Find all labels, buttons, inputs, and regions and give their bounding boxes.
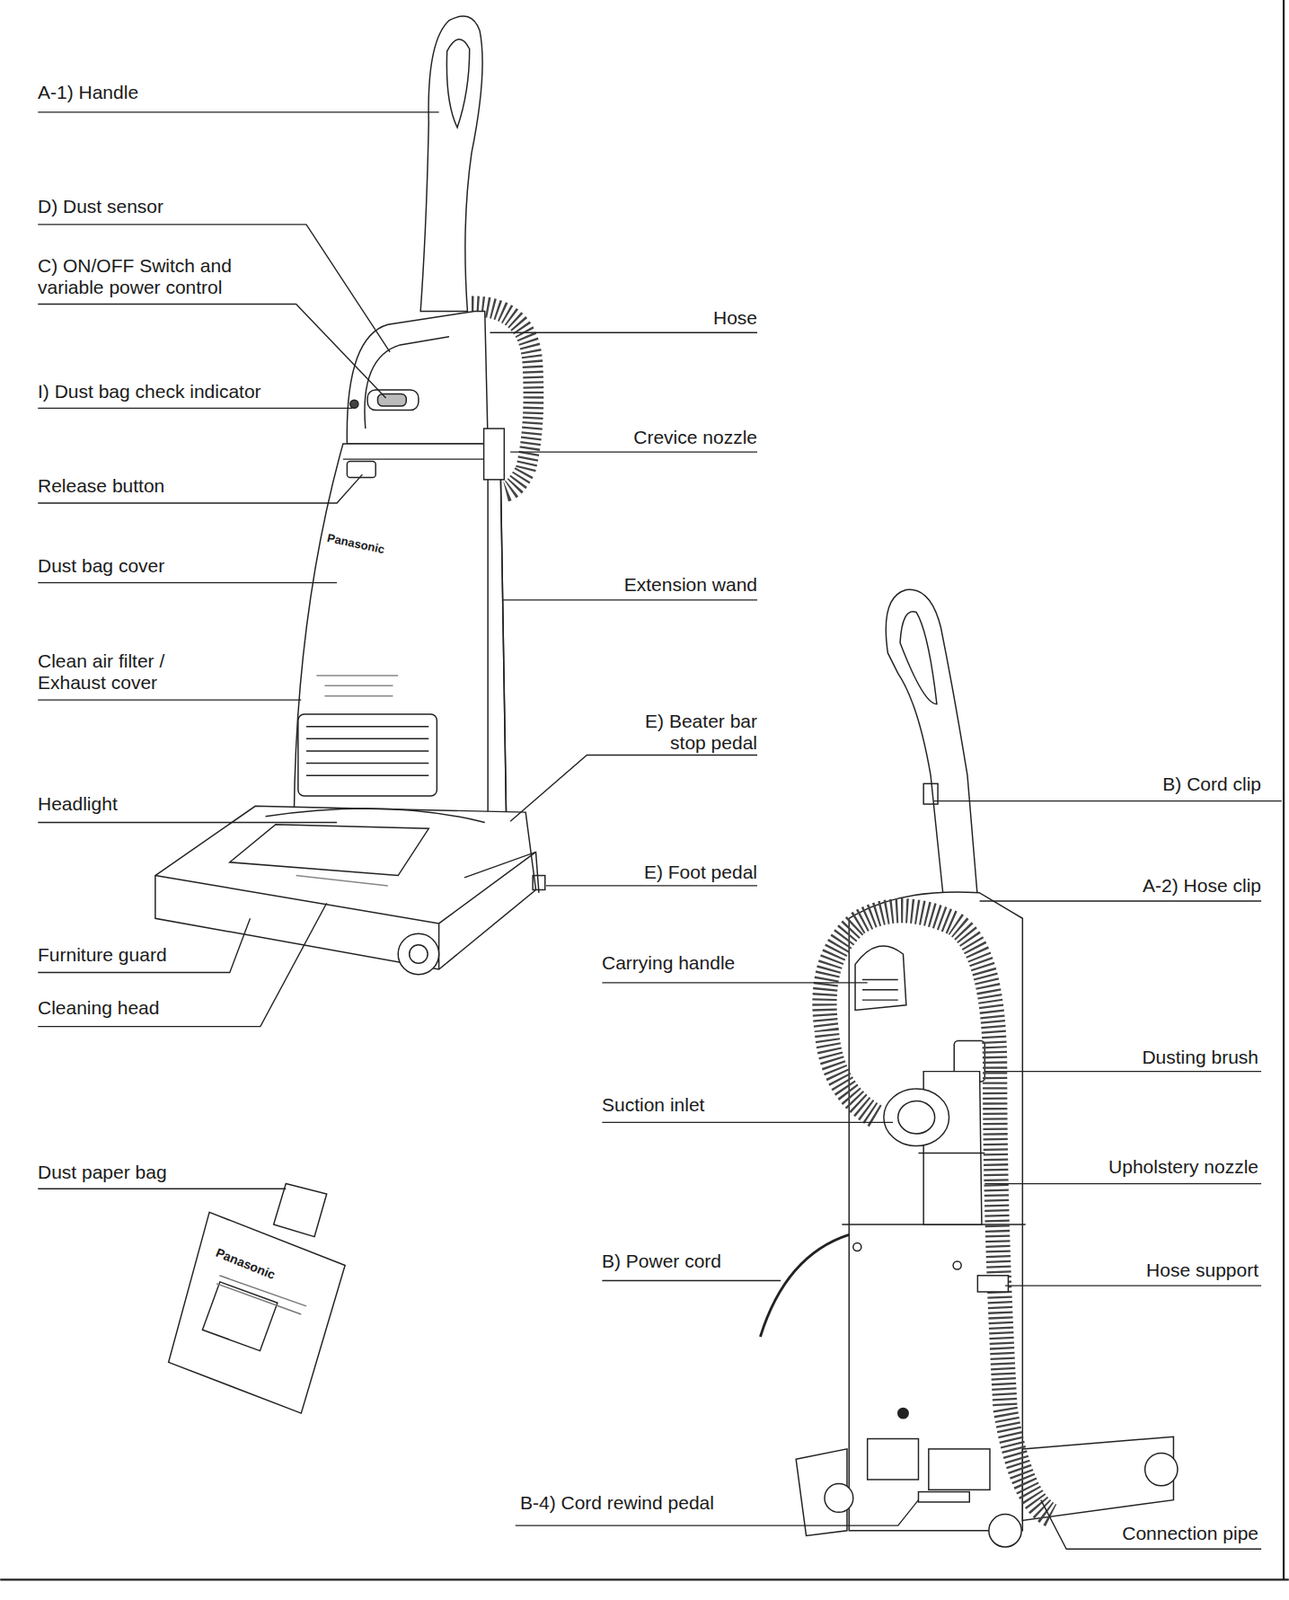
- part-label: D) Dust sensor: [37, 195, 164, 218]
- leader-line: [37, 224, 390, 353]
- page-border: [0, 1578, 1289, 1581]
- leader-line: [984, 1183, 1262, 1184]
- leader-line: [37, 474, 362, 504]
- leader-line: [979, 900, 1262, 901]
- leader-line: [601, 1280, 781, 1281]
- leader-line: [37, 902, 327, 1026]
- leader-line: [502, 599, 758, 601]
- part-label: B) Power cord: [601, 1250, 722, 1272]
- leader-line: [601, 1121, 893, 1123]
- leader-line: [601, 981, 867, 983]
- part-label: A-1) Handle: [37, 81, 139, 104]
- leader-line: [37, 918, 250, 972]
- part-label: Connection pipe: [1121, 1522, 1259, 1545]
- part-label: Cleaning head: [37, 997, 159, 1019]
- leader-line: [1005, 1284, 1262, 1286]
- leader-line: [37, 111, 439, 113]
- leader-line: [37, 699, 301, 701]
- leader-line: [1041, 1500, 1262, 1550]
- part-label: A-2) Hose clip: [1142, 874, 1262, 897]
- part-label: Suction inlet: [601, 1094, 705, 1116]
- part-label: Dusting brush: [1141, 1046, 1259, 1069]
- part-label: Release button: [37, 475, 165, 497]
- part-label: E) Beater bar stop pedal: [622, 710, 758, 754]
- leader-line: [546, 884, 758, 886]
- leader-line: [37, 821, 337, 823]
- dust-bag: [168, 1183, 346, 1414]
- leader-line: [510, 450, 758, 452]
- part-label: Crevice nozzle: [633, 426, 758, 449]
- front-vacuum: [155, 16, 546, 975]
- leader-line: [934, 800, 1282, 802]
- part-label: Hose: [713, 307, 758, 329]
- part-label: B) Cord clip: [1162, 773, 1262, 795]
- leader-line: [984, 1070, 1262, 1072]
- part-label: B-4) Cord rewind pedal: [520, 1492, 715, 1514]
- part-label: Hose support: [1146, 1259, 1259, 1281]
- part-label: Extension wand: [624, 573, 758, 596]
- part-label: Carrying handle: [601, 952, 735, 974]
- part-label: Headlight: [37, 793, 118, 815]
- part-label: Dust bag cover: [37, 555, 165, 577]
- leader-line: [489, 332, 758, 334]
- rear-vacuum: [759, 589, 1178, 1547]
- part-label: Upholstery nozzle: [1108, 1156, 1259, 1178]
- leader-line: [37, 407, 353, 409]
- part-label: Furniture guard: [37, 944, 168, 966]
- leader-line: [510, 755, 758, 822]
- part-label: Dust paper bag: [37, 1161, 168, 1184]
- part-label: I) Dust bag check indicator: [37, 380, 262, 403]
- part-label: C) ON/OFF Switch and variable power cont…: [37, 255, 263, 299]
- part-label: E) Foot pedal: [644, 861, 758, 883]
- part-label: Clean air filter / Exhaust cover: [37, 650, 218, 694]
- leader-lines: [37, 112, 1282, 1549]
- leader-line: [37, 1188, 286, 1190]
- page-border: [1282, 0, 1285, 1580]
- leader-line: [37, 582, 337, 583]
